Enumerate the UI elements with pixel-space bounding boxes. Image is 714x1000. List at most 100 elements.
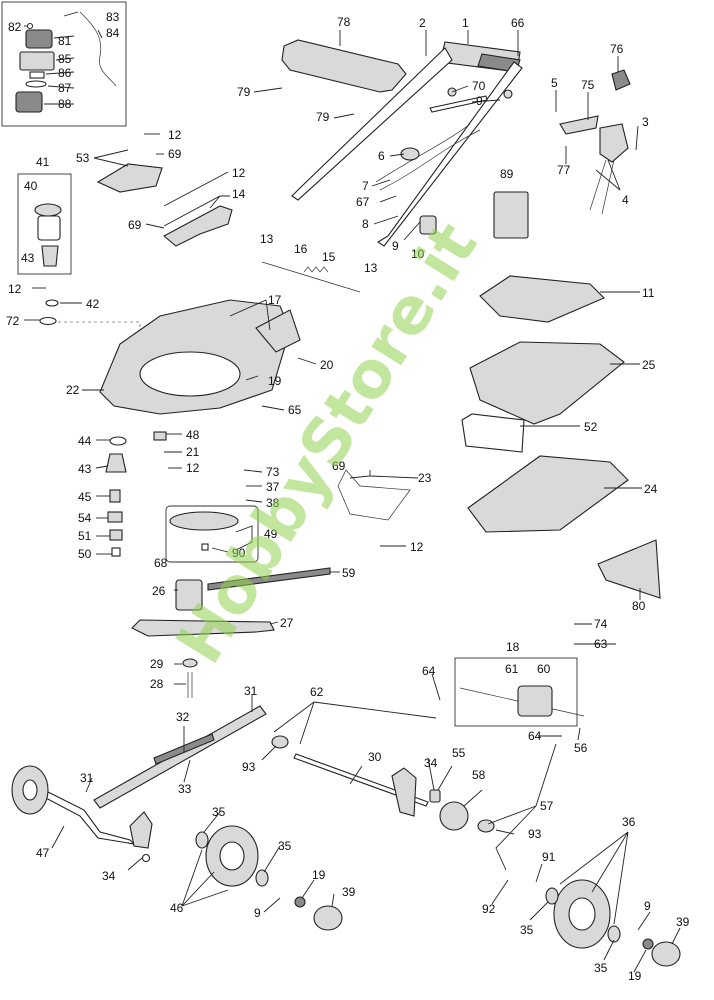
electrical-kit-frame xyxy=(1,1,127,127)
label-19b: 19 xyxy=(312,868,326,882)
part-82 xyxy=(26,22,34,30)
label-46: 46 xyxy=(170,901,184,915)
label-12c: 12 xyxy=(8,282,22,296)
label-12a: 12 xyxy=(168,128,182,142)
label-69c: 69 xyxy=(332,459,346,473)
label-14: 14 xyxy=(232,187,246,201)
part-67-cable xyxy=(379,129,481,191)
part-4-rods xyxy=(589,159,615,215)
part-59-belt xyxy=(207,567,331,591)
label-39b: 39 xyxy=(676,915,690,929)
part-41-cylinder xyxy=(37,215,61,241)
part-86 xyxy=(29,71,45,79)
label-12b: 12 xyxy=(232,166,246,180)
part-35d xyxy=(607,925,621,943)
label-54: 54 xyxy=(78,511,92,525)
watermark-text: HobbyStore.it xyxy=(163,210,492,676)
label-6: 6 xyxy=(378,149,385,163)
left-small-parts xyxy=(39,299,167,557)
label-31b: 31 xyxy=(80,771,94,785)
label-9c: 9 xyxy=(254,906,261,920)
label-67: 67 xyxy=(356,195,370,209)
label-28: 28 xyxy=(150,677,164,691)
label-86: 86 xyxy=(58,66,72,80)
label-56: 56 xyxy=(574,741,588,755)
part-23 xyxy=(337,469,411,521)
label-25: 25 xyxy=(642,358,656,372)
part-25-bag-top xyxy=(469,341,625,425)
label-23: 23 xyxy=(418,471,432,485)
part-4 xyxy=(599,123,629,163)
label-16: 16 xyxy=(294,242,308,256)
label-79b: 79 xyxy=(316,110,330,124)
label-48: 48 xyxy=(186,428,200,442)
label-83: 83 xyxy=(106,10,120,24)
part-45 xyxy=(109,489,121,503)
part-30-axle xyxy=(293,753,429,807)
label-9b: 9 xyxy=(392,239,399,253)
part-89 xyxy=(493,191,529,239)
part-2-handle-left xyxy=(291,47,453,201)
part-19b xyxy=(642,938,654,950)
part-35a xyxy=(195,831,209,849)
label-35b: 35 xyxy=(278,839,292,853)
part-48 xyxy=(153,431,167,441)
label-55: 55 xyxy=(452,746,466,760)
part-30-plate xyxy=(391,767,417,817)
part-81 xyxy=(25,29,53,49)
part-87 xyxy=(25,80,47,88)
part-16-rod xyxy=(261,261,361,293)
label-47: 47 xyxy=(36,846,50,860)
part-70b xyxy=(503,89,513,99)
part-47-axle xyxy=(41,789,136,845)
label-13b: 13 xyxy=(364,261,378,275)
label-85: 85 xyxy=(58,52,72,66)
handle-assembly xyxy=(291,41,523,247)
label-26: 26 xyxy=(152,584,166,598)
label-12d: 12 xyxy=(186,461,200,475)
part-76 xyxy=(611,69,631,91)
part-88 xyxy=(15,91,43,113)
part-83-84-cable xyxy=(79,11,117,87)
label-76: 76 xyxy=(610,42,624,56)
label-17: 17 xyxy=(268,293,282,307)
label-34a: 34 xyxy=(424,756,438,770)
part-35b xyxy=(255,869,269,887)
part-39b xyxy=(651,941,681,967)
label-92: 92 xyxy=(482,902,496,916)
label-5: 5 xyxy=(551,76,558,90)
label-68: 68 xyxy=(154,556,168,570)
label-32: 32 xyxy=(176,710,190,724)
part-26 xyxy=(175,579,203,611)
label-49: 49 xyxy=(264,527,278,541)
label-82: 82 xyxy=(8,20,22,34)
label-4: 4 xyxy=(622,193,629,207)
grass-catcher xyxy=(461,191,661,599)
part-24-bag-base xyxy=(467,455,629,533)
label-87: 87 xyxy=(58,81,72,95)
label-39a: 39 xyxy=(342,885,356,899)
label-53: 53 xyxy=(76,151,90,165)
label-79a: 79 xyxy=(237,85,251,99)
cable-parts xyxy=(375,123,481,235)
label-60: 60 xyxy=(537,662,551,676)
label-44: 44 xyxy=(78,434,92,448)
part-18-transmission xyxy=(459,685,585,717)
part-54 xyxy=(107,511,123,523)
label-69b: 69 xyxy=(128,218,142,232)
label-93b: 93 xyxy=(528,827,542,841)
part-27-blade xyxy=(131,619,275,637)
front-left-wheel-hub xyxy=(219,841,245,871)
label-58: 58 xyxy=(472,768,486,782)
label-9a: 9 xyxy=(476,94,483,108)
part-35c xyxy=(545,887,559,905)
part-34b xyxy=(141,853,151,863)
parts-41-group-frame xyxy=(17,173,72,275)
label-88: 88 xyxy=(58,97,72,111)
label-69a: 69 xyxy=(168,147,182,161)
label-15: 15 xyxy=(322,250,336,264)
part-42 xyxy=(45,299,59,307)
label-70: 70 xyxy=(472,79,486,93)
label-9d: 9 xyxy=(644,899,651,913)
label-51: 51 xyxy=(78,529,92,543)
